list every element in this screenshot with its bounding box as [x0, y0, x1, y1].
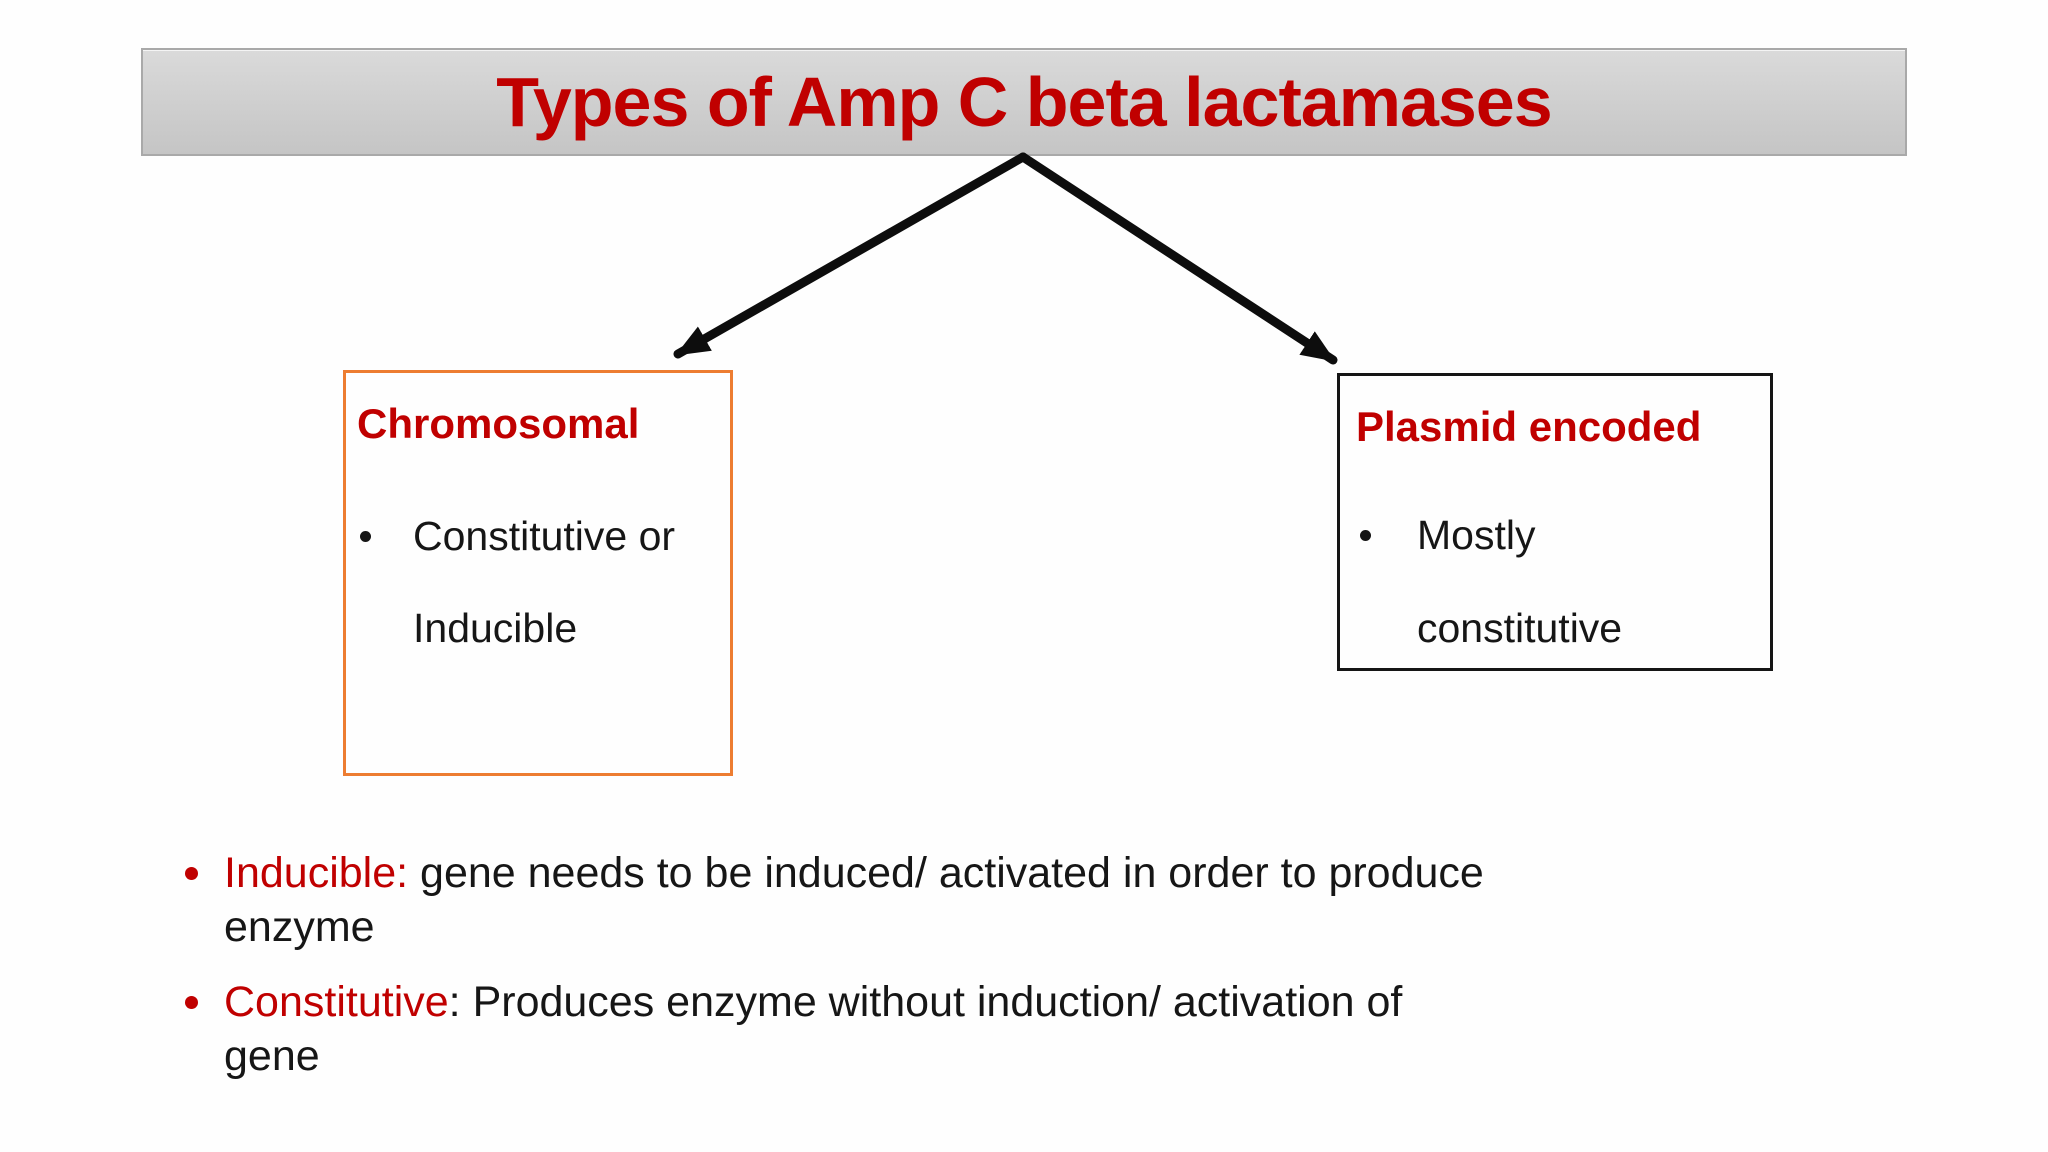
chromosomal-bullet-line-1: Constitutive or	[413, 512, 676, 559]
chromosomal-box: Chromosomal Constitutive or Inducible	[343, 370, 733, 776]
arrow-to-plasmid-icon	[1018, 152, 1338, 365]
bullet-dot-icon	[185, 996, 198, 1009]
bullet-dot-icon	[1360, 530, 1371, 541]
plasmid-heading: Plasmid encoded	[1356, 403, 1702, 450]
definition-line: Constitutive: Produces enzyme without in…	[224, 975, 1402, 1029]
list-item: Constitutive or	[346, 490, 730, 582]
definition-term: Inducible:	[224, 849, 409, 897]
definition-text: Inducible: gene needs to be induced/ act…	[224, 846, 1484, 954]
plasmid-bullet-list: Mostly constitutive	[1340, 489, 1770, 675]
arrow-to-chromosomal-icon	[673, 152, 1028, 359]
definition-body: gene needs to be induced/ activated in o…	[408, 849, 1484, 897]
definition-inducible: Inducible: gene needs to be induced/ act…	[185, 846, 1484, 954]
plasmid-bullet-line-2: constitutive	[1417, 605, 1623, 651]
definition-constitutive: Constitutive: Produces enzyme without in…	[185, 975, 1402, 1083]
definition-line: gene	[224, 1032, 320, 1080]
plasmid-bullet-line-1: Mostly	[1417, 512, 1536, 558]
bullet-dot-icon	[185, 867, 198, 880]
definition-line: Inducible: gene needs to be induced/ act…	[224, 846, 1484, 900]
definition-line: enzyme	[224, 903, 375, 951]
plasmid-box: Plasmid encoded Mostly constitutive	[1337, 373, 1773, 671]
definition-text: Constitutive: Produces enzyme without in…	[224, 975, 1402, 1083]
slide-title: Types of Amp C beta lactamases	[496, 63, 1552, 141]
title-banner: Types of Amp C beta lactamases	[141, 48, 1907, 156]
chromosomal-bullet-list: Constitutive or Inducible	[346, 490, 730, 674]
chromosomal-bullet-line-2: Inducible	[413, 604, 578, 651]
chromosomal-heading: Chromosomal	[357, 400, 640, 447]
list-item: constitutive	[1340, 582, 1770, 675]
bullet-dot-icon	[360, 530, 371, 542]
definition-body: : Produces enzyme without induction/ act…	[448, 978, 1403, 1026]
definition-term: Constitutive	[224, 978, 449, 1026]
list-item: Inducible	[346, 582, 730, 674]
list-item: Mostly	[1340, 489, 1770, 582]
